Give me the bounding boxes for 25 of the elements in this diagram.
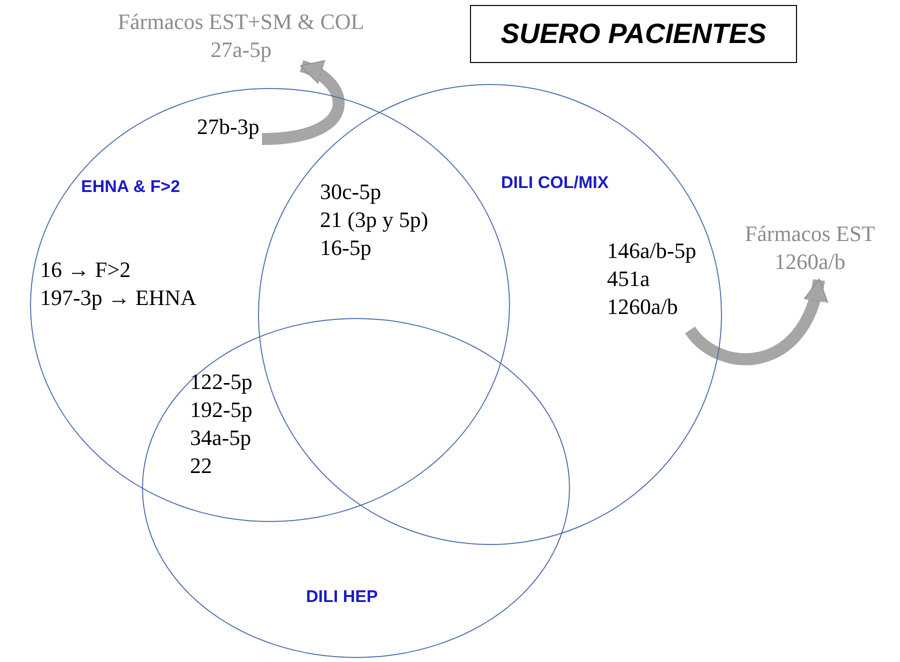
- mirna-text: 21 (3p y 5p): [320, 206, 428, 234]
- mirna-text: 197-3p → EHNA: [40, 284, 196, 312]
- annotation-text: Fármacos EST: [744, 220, 876, 248]
- mirna-text: 1260a/b: [607, 293, 679, 321]
- mirna-text: 16 → F>2: [40, 256, 131, 284]
- mirna-text: 451a: [607, 265, 651, 293]
- set-label: DILI HEP: [306, 587, 378, 607]
- mirna-text: 22: [190, 452, 212, 480]
- mirna-text: 122-5p: [190, 368, 252, 396]
- set-label: DILI COL/MIX: [501, 173, 609, 193]
- curved-arrow: [262, 60, 344, 145]
- mirna-text: 34a-5p: [190, 424, 252, 452]
- curved-arrow: [685, 278, 826, 366]
- annotation-text: 1260a/b: [774, 248, 846, 276]
- annotation-text: Fármacos EST+SM & COL: [116, 8, 366, 36]
- mirna-text: 192-5p: [190, 396, 252, 424]
- mirna-text: 16-5p: [320, 234, 372, 262]
- venn-circle: [142, 318, 570, 658]
- mirna-text: 27b-3p: [197, 113, 260, 141]
- annotation-text: 27a-5p: [209, 36, 273, 64]
- set-label: EHNA & F>2: [81, 177, 180, 197]
- mirna-text: 146a/b-5p: [607, 237, 698, 265]
- venn-circle: [258, 84, 722, 545]
- title-text: SUERO PACIENTES: [500, 18, 766, 50]
- mirna-text: 30c-5p: [320, 178, 382, 206]
